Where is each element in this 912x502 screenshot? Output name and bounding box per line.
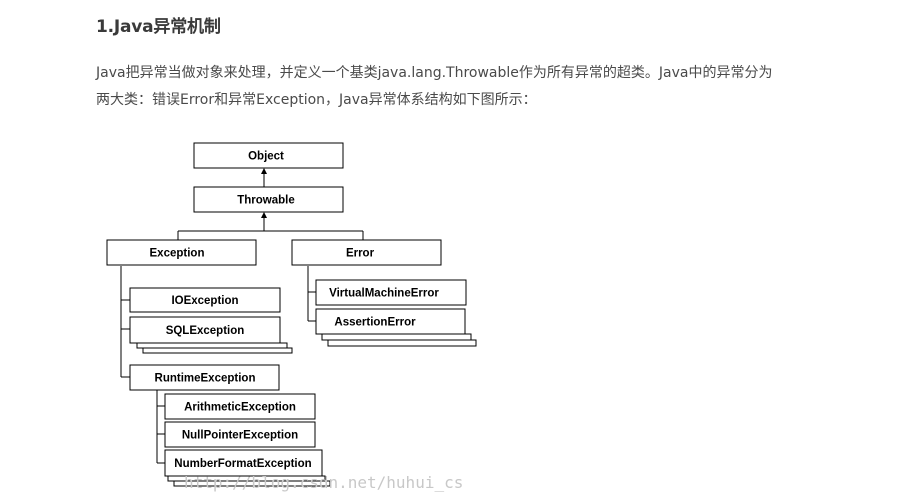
node-arithmeticexception: ArithmeticException xyxy=(164,393,316,420)
node-virtualmachineerror-label: VirtualMachineError xyxy=(329,288,439,300)
node-exception: Exception xyxy=(106,239,257,266)
node-numberformatexception-label: NumberFormatException xyxy=(174,458,311,470)
node-ioexception: IOException xyxy=(129,287,281,313)
more-subclasses-stack-error xyxy=(321,333,477,347)
node-throwable-label: Throwable xyxy=(237,195,295,207)
section-heading: 1.Java异常机制 xyxy=(96,17,221,37)
intro-paragraph: Java把异常当做对象来处理，并定义一个基类java.lang.Throwabl… xyxy=(96,60,856,114)
node-sqlexception-label: SQLException xyxy=(166,325,245,337)
node-runtimeexception: RuntimeException xyxy=(129,364,280,391)
node-sqlexception: SQLException xyxy=(129,316,281,344)
node-virtualmachineerror: VirtualMachineError xyxy=(315,279,467,306)
node-throwable: Throwable xyxy=(193,186,344,213)
node-error-label: Error xyxy=(346,248,375,260)
node-object-label: Object xyxy=(248,151,284,163)
node-object: Object xyxy=(193,142,344,169)
node-ioexception-label: IOException xyxy=(171,295,238,307)
more-subclasses-stack-exception xyxy=(136,342,293,354)
node-exception-label: Exception xyxy=(150,248,205,260)
csdn-watermark: http://blog.csdn.net/huhui_cs xyxy=(184,473,463,492)
node-nullpointerexception-label: NullPointerException xyxy=(182,430,298,442)
node-error: Error xyxy=(291,239,442,266)
node-assertionerror-label: AssertionError xyxy=(334,317,416,329)
node-assertionerror: AssertionError xyxy=(315,308,466,335)
intro-paragraph-line-1: Java把异常当做对象来处理，并定义一个基类java.lang.Throwabl… xyxy=(96,65,773,81)
node-nullpointerexception: NullPointerException xyxy=(164,421,316,448)
node-runtimeexception-label: RuntimeException xyxy=(155,373,256,385)
node-arithmeticexception-label: ArithmeticException xyxy=(184,402,296,414)
intro-paragraph-line-2: 两大类：错误Error和异常Exception，Java异常体系结构如下图所示： xyxy=(96,92,537,108)
diagram-connectors xyxy=(120,168,364,464)
node-numberformatexception: NumberFormatException xyxy=(164,449,323,477)
